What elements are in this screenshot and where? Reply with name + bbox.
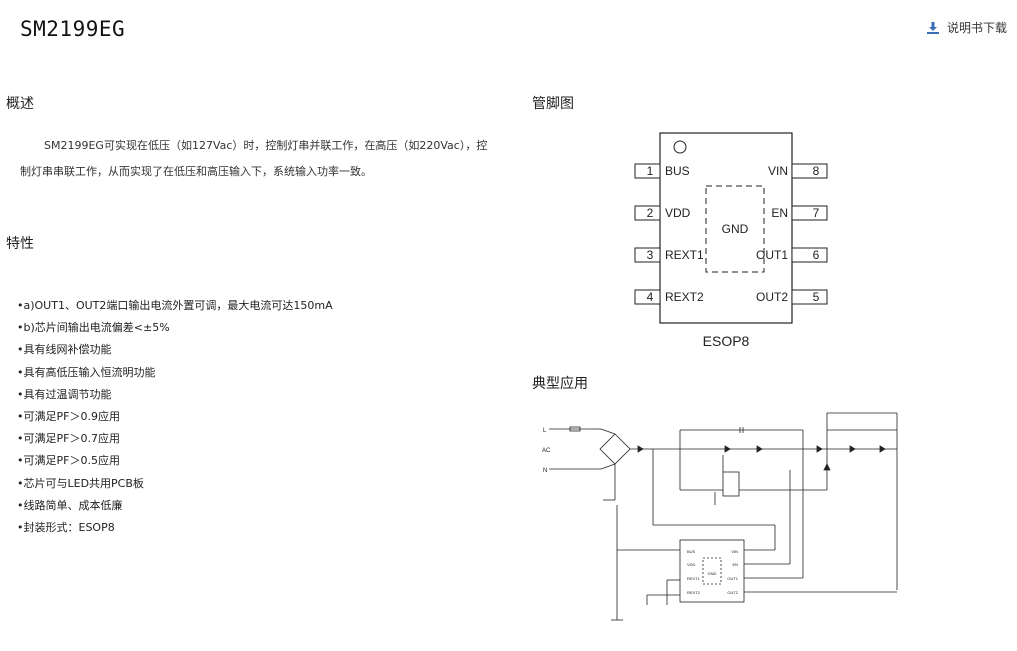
application-heading: 典型应用	[532, 376, 588, 392]
circuit-chip-vdd: VDD	[687, 562, 696, 567]
pin-4-name: REXT2	[665, 290, 704, 304]
list-item: •可满足PF＞0.9应用	[17, 410, 120, 424]
pin-2-number: 2	[647, 206, 654, 220]
download-icon	[926, 21, 939, 34]
circuit-chip-out2: OUT2	[727, 590, 738, 595]
pin-5-number: 5	[813, 290, 820, 304]
overview-paragraph: SM2199EG可实现在低压（如127Vac）时，控制灯串并联工作，在高压（如2…	[20, 133, 490, 185]
overview-heading: 概述	[6, 96, 34, 112]
overview-text: SM2199EG可实现在低压（如127Vac）时，控制灯串并联工作，在高压（如2…	[20, 139, 488, 178]
pin-8-number: 8	[813, 164, 820, 178]
pin-1-number: 1	[647, 164, 654, 178]
pin-1-name: BUS	[665, 164, 690, 178]
pinout-diagram: GND 1 BUS 2 VDD 3 REXT1 4 REXT2 8 VIN 7 …	[630, 130, 840, 359]
pin-4-number: 4	[647, 290, 654, 304]
pin-3-name: REXT1	[665, 248, 704, 262]
list-item: •可满足PF＞0.7应用	[17, 432, 120, 446]
pinout-heading: 管脚图	[532, 96, 574, 112]
package-label: ESOP8	[703, 333, 750, 349]
circuit-chip-vin: VIN	[731, 549, 738, 554]
pin-6-name: OUT1	[756, 248, 788, 262]
circuit-chip-gnd: GND	[708, 571, 717, 576]
pin-6-number: 6	[813, 248, 820, 262]
circuit-label-ac: AC	[542, 448, 551, 454]
circuit-chip-rext1: REXT1	[687, 576, 701, 581]
circuit-label-n: N	[543, 468, 547, 474]
typical-application-circuit: L AC N	[535, 410, 905, 634]
pin-8-name: VIN	[768, 164, 788, 178]
circuit-label-l: L	[543, 428, 547, 434]
list-item: •具有过温调节功能	[17, 387, 112, 401]
pin-3-number: 3	[647, 248, 654, 262]
features-heading: 特性	[6, 236, 34, 252]
list-item: •a)OUT1、OUT2端口输出电流外置可调，最大电流可达150mA	[17, 299, 333, 312]
gnd-label: GND	[722, 222, 749, 236]
circuit-chip-en: EN	[732, 562, 738, 567]
pin-2-name: VDD	[665, 206, 691, 220]
circuit-chip-out1: OUT1	[727, 576, 738, 581]
list-item: •b)芯片间输出电流偏差<±5%	[17, 321, 170, 335]
pin-7-name: EN	[771, 206, 788, 220]
list-item: •封装形式：ESOP8	[17, 521, 115, 535]
list-item: •芯片可与LED共用PCB板	[17, 476, 144, 490]
gnd-pad	[705, 185, 765, 273]
list-item: •具有线网补偿功能	[17, 343, 112, 357]
download-label: 说明书下载	[946, 21, 1007, 35]
download-manual-link[interactable]: 说明书下载	[926, 19, 1007, 36]
pin-7-number: 7	[813, 206, 820, 220]
list-item: •具有高低压输入恒流明功能	[17, 365, 156, 379]
list-item: •线路简单、成本低廉	[17, 498, 123, 512]
circuit-chip-rext2: REXT2	[687, 590, 701, 595]
list-item: •可满足PF＞0.5应用	[17, 454, 120, 468]
pin-5-name: OUT2	[756, 290, 788, 304]
circuit-chip-bus: BUS	[687, 549, 696, 554]
page-title: SM2199EG	[20, 17, 126, 41]
features-list: •a)OUT1、OUT2端口输出电流外置可调，最大电流可达150mA •b)芯片…	[17, 295, 333, 539]
